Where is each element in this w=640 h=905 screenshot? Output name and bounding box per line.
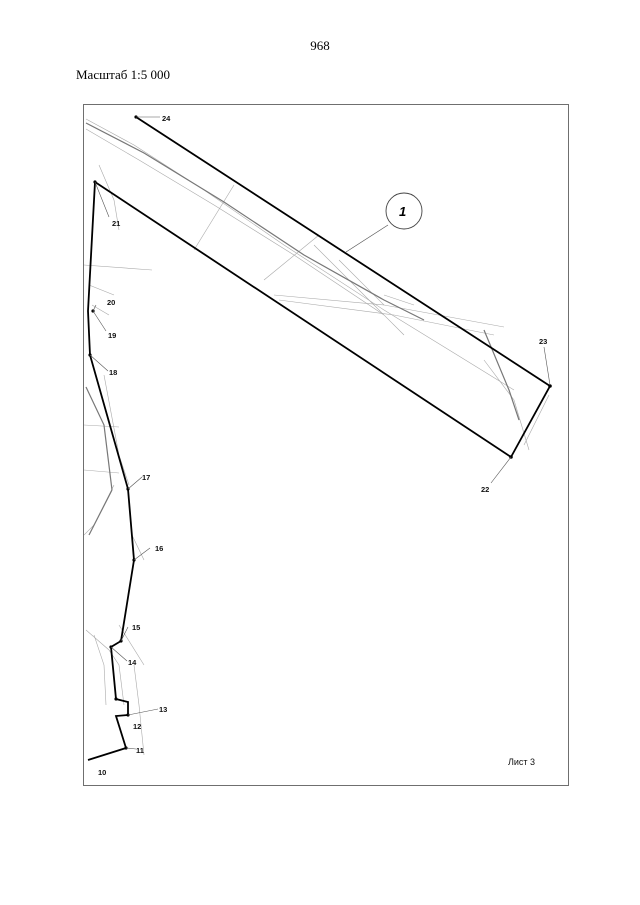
page-number: 968 [310,38,330,53]
point-label-16: 16 [155,544,163,553]
point-label-11: 11 [136,746,144,755]
point-label-19: 19 [108,331,116,340]
map-scale-label: Масштаб 1:5 000 [76,67,170,82]
point-label-24: 24 [162,114,171,123]
point-label-10: 10 [98,768,106,777]
boundary-vertices [88,115,552,750]
point-label-15: 15 [132,623,140,632]
point-labels: 24 23 22 21 20 19 18 17 16 15 14 13 12 1… [98,114,547,777]
point-label-22: 22 [481,485,489,494]
sheet-label: Лист 3 [508,757,536,767]
label-leaders [89,116,551,750]
map-drawing: 1 24 23 22 21 20 19 18 17 16 15 14 13 12… [84,114,552,777]
parcel-callout-number: 1 [399,204,406,219]
point-label-14: 14 [128,658,137,667]
point-label-12: 12 [133,722,141,731]
point-label-21: 21 [112,219,120,228]
parcel-callout: 1 [345,192,423,253]
point-label-20: 20 [107,298,115,307]
point-label-13: 13 [159,705,167,714]
map-frame: 1 24 23 22 21 20 19 18 17 16 15 14 13 12… [83,104,569,786]
point-label-18: 18 [109,368,117,377]
point-label-23: 23 [539,337,547,346]
point-label-17: 17 [142,473,150,482]
road-line [85,122,520,536]
parcel-boundary [87,116,552,761]
